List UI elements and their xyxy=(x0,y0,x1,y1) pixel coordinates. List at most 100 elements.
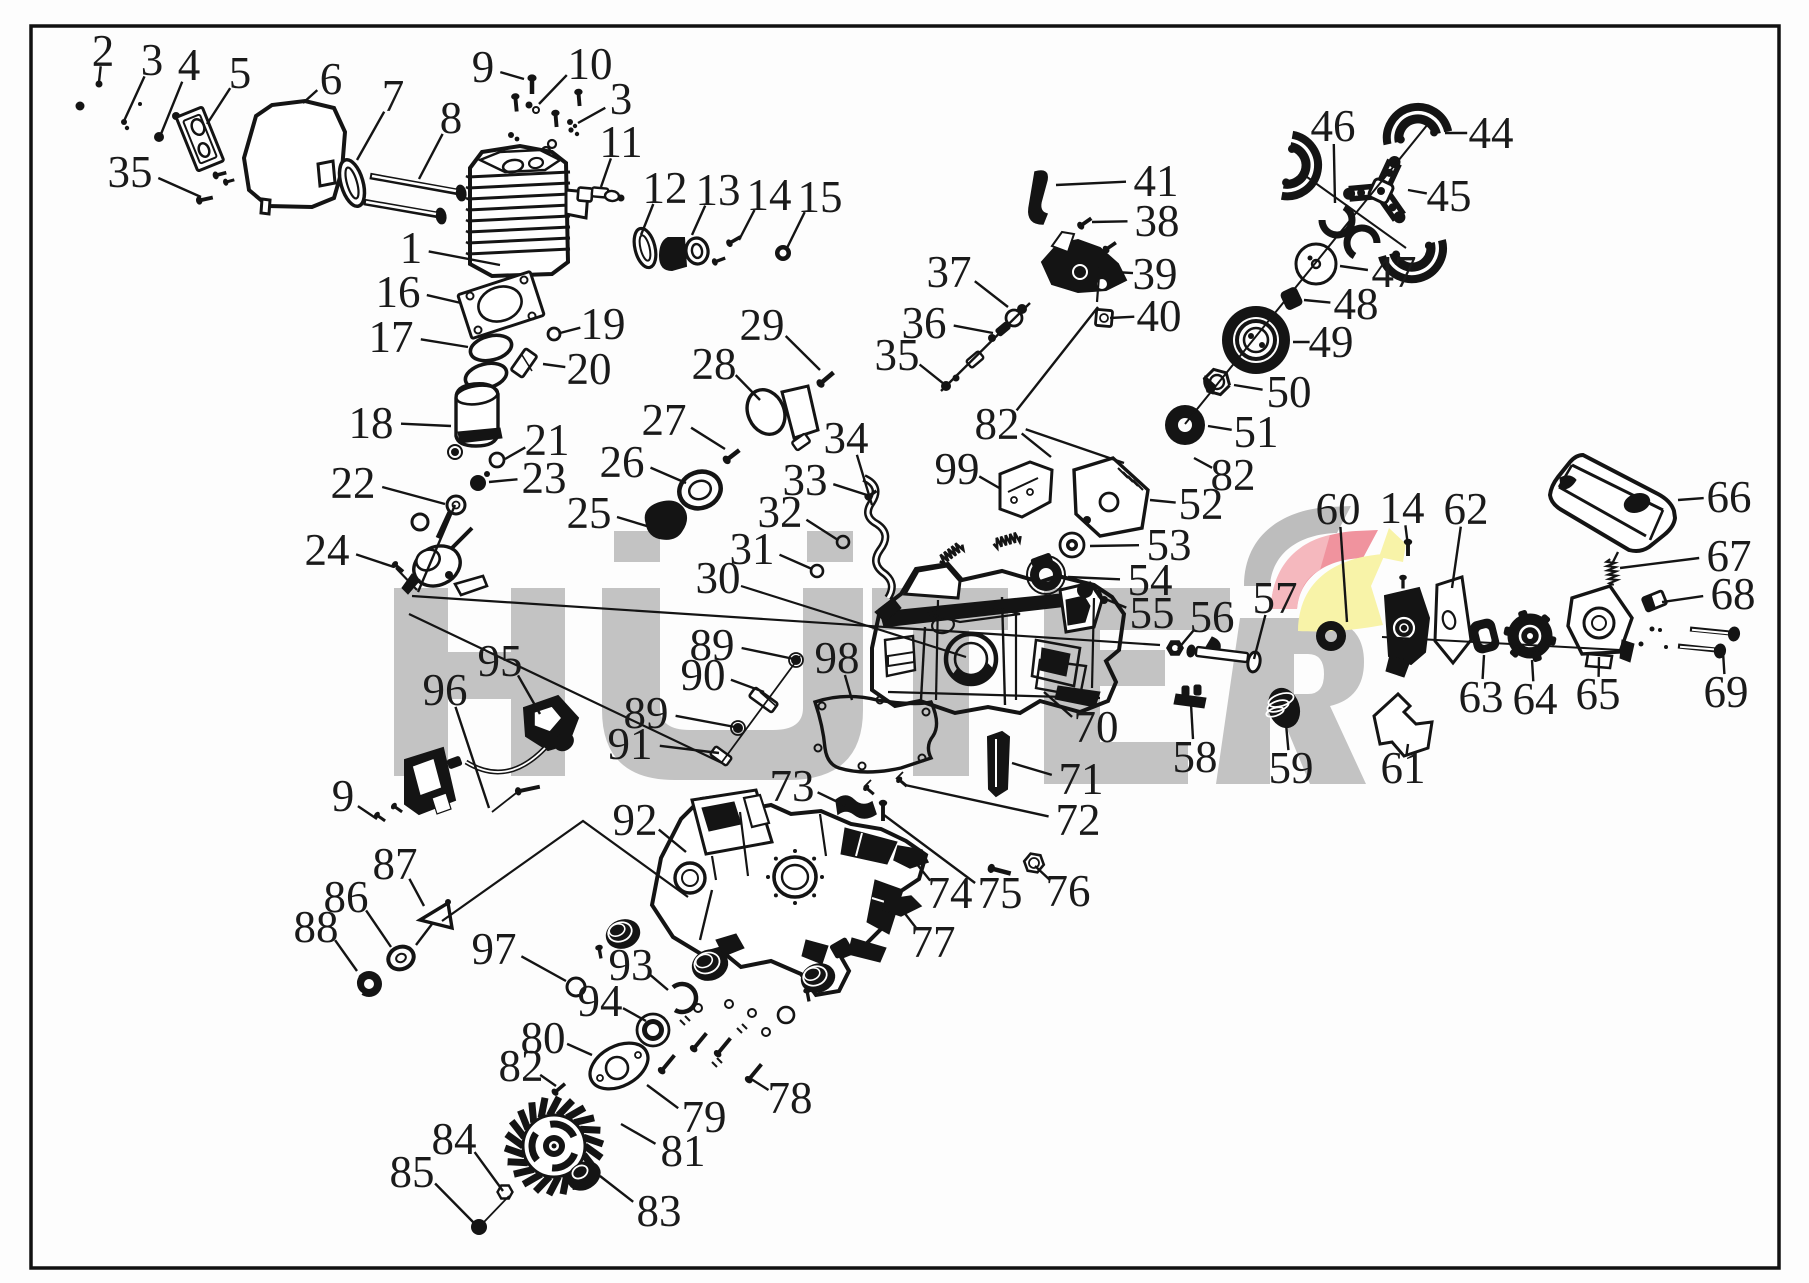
svg-text:14: 14 xyxy=(1380,483,1425,533)
svg-text:9: 9 xyxy=(332,771,355,821)
svg-text:30: 30 xyxy=(696,553,741,603)
svg-text:51: 51 xyxy=(1234,407,1279,457)
svg-text:96: 96 xyxy=(423,665,468,715)
svg-text:18: 18 xyxy=(349,398,394,448)
svg-text:25: 25 xyxy=(567,488,612,538)
svg-text:28: 28 xyxy=(692,339,737,389)
svg-text:9: 9 xyxy=(472,42,495,92)
svg-text:40: 40 xyxy=(1137,291,1182,341)
svg-text:20: 20 xyxy=(567,344,612,394)
svg-text:14: 14 xyxy=(747,170,792,220)
svg-text:73: 73 xyxy=(770,761,815,811)
svg-text:97: 97 xyxy=(472,924,517,974)
svg-text:31: 31 xyxy=(730,524,775,574)
svg-text:37: 37 xyxy=(927,247,972,297)
svg-text:69: 69 xyxy=(1704,667,1749,717)
svg-text:55: 55 xyxy=(1130,588,1175,638)
svg-text:19: 19 xyxy=(581,299,626,349)
svg-text:78: 78 xyxy=(768,1073,813,1123)
svg-text:10: 10 xyxy=(568,39,613,89)
svg-text:89: 89 xyxy=(624,688,669,738)
svg-text:64: 64 xyxy=(1513,674,1558,724)
svg-text:3: 3 xyxy=(141,35,164,85)
svg-text:92: 92 xyxy=(613,795,658,845)
svg-text:84: 84 xyxy=(432,1114,477,1164)
svg-text:44: 44 xyxy=(1469,108,1514,158)
svg-text:39: 39 xyxy=(1133,249,1178,299)
svg-text:85: 85 xyxy=(390,1147,435,1197)
svg-text:35: 35 xyxy=(108,147,153,197)
svg-text:15: 15 xyxy=(798,172,843,222)
svg-text:50: 50 xyxy=(1267,367,1312,417)
svg-text:56: 56 xyxy=(1190,592,1235,642)
svg-text:47: 47 xyxy=(1372,247,1417,297)
svg-text:29: 29 xyxy=(740,300,785,350)
svg-text:63: 63 xyxy=(1459,672,1504,722)
svg-text:1: 1 xyxy=(400,223,423,273)
svg-text:33: 33 xyxy=(783,455,828,505)
svg-text:71: 71 xyxy=(1059,754,1104,804)
svg-text:82: 82 xyxy=(499,1041,544,1091)
svg-text:93: 93 xyxy=(609,940,654,990)
svg-text:8: 8 xyxy=(440,93,463,143)
svg-text:22: 22 xyxy=(331,458,376,508)
svg-text:90: 90 xyxy=(681,650,726,700)
svg-text:46: 46 xyxy=(1311,101,1356,151)
svg-text:7: 7 xyxy=(382,71,405,121)
svg-text:68: 68 xyxy=(1711,569,1756,619)
svg-text:89: 89 xyxy=(690,620,735,670)
svg-text:5: 5 xyxy=(229,48,252,98)
svg-text:75: 75 xyxy=(978,868,1023,918)
svg-text:38: 38 xyxy=(1135,196,1180,246)
svg-text:53: 53 xyxy=(1147,520,1192,570)
svg-text:60: 60 xyxy=(1316,484,1361,534)
svg-text:26: 26 xyxy=(600,437,645,487)
svg-text:66: 66 xyxy=(1707,472,1752,522)
svg-text:54: 54 xyxy=(1128,555,1173,605)
svg-text:79: 79 xyxy=(682,1092,727,1142)
svg-text:61: 61 xyxy=(1381,743,1426,793)
svg-text:99: 99 xyxy=(935,444,980,494)
svg-text:80: 80 xyxy=(521,1013,566,1063)
svg-text:67: 67 xyxy=(1707,531,1752,581)
svg-text:12: 12 xyxy=(643,163,688,213)
svg-text:16: 16 xyxy=(376,267,421,317)
svg-text:86: 86 xyxy=(324,872,369,922)
svg-text:27: 27 xyxy=(642,395,687,445)
svg-text:36: 36 xyxy=(902,298,947,348)
svg-text:45: 45 xyxy=(1427,171,1472,221)
svg-text:88: 88 xyxy=(294,902,339,952)
svg-text:91: 91 xyxy=(608,719,653,769)
svg-text:81: 81 xyxy=(661,1126,706,1176)
svg-text:13: 13 xyxy=(696,165,741,215)
svg-text:83: 83 xyxy=(637,1186,682,1236)
svg-text:95: 95 xyxy=(478,636,523,686)
svg-text:65: 65 xyxy=(1576,669,1621,719)
svg-text:82: 82 xyxy=(1211,450,1256,500)
svg-text:4: 4 xyxy=(178,40,201,90)
svg-text:35: 35 xyxy=(875,330,920,380)
svg-text:72: 72 xyxy=(1056,795,1101,845)
svg-text:3: 3 xyxy=(610,74,633,124)
svg-text:87: 87 xyxy=(373,839,418,889)
svg-text:57: 57 xyxy=(1253,573,1298,623)
svg-text:34: 34 xyxy=(824,413,869,463)
svg-text:48: 48 xyxy=(1334,279,1379,329)
svg-text:52: 52 xyxy=(1179,479,1224,529)
svg-text:94: 94 xyxy=(578,976,623,1026)
svg-text:76: 76 xyxy=(1046,866,1091,916)
svg-text:98: 98 xyxy=(815,633,860,683)
svg-text:21: 21 xyxy=(525,415,570,465)
svg-text:49: 49 xyxy=(1309,317,1354,367)
svg-text:77: 77 xyxy=(911,917,956,967)
svg-text:74: 74 xyxy=(928,868,973,918)
svg-text:70: 70 xyxy=(1074,702,1119,752)
svg-text:59: 59 xyxy=(1269,743,1314,793)
svg-text:11: 11 xyxy=(599,117,642,167)
svg-text:32: 32 xyxy=(758,487,803,537)
svg-text:62: 62 xyxy=(1444,484,1489,534)
svg-text:2: 2 xyxy=(92,26,115,76)
svg-text:41: 41 xyxy=(1134,156,1179,206)
svg-text:58: 58 xyxy=(1173,732,1218,782)
svg-text:23: 23 xyxy=(522,453,567,503)
